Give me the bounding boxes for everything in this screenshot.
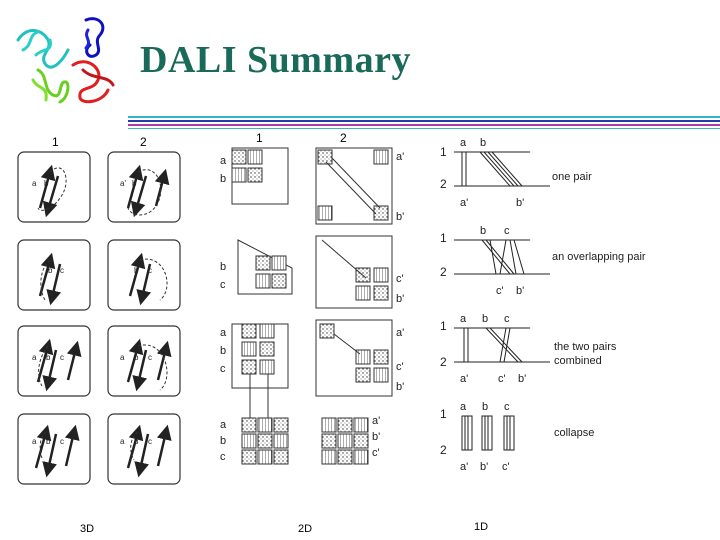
2d-r1-seg-b2: b' (396, 211, 404, 223)
col-2d-1-label: 1 (256, 131, 263, 145)
2d-r3-seg-c2: c' (396, 361, 404, 373)
2d-r2-seg-c: c (220, 279, 226, 291)
2d-r4-seg-b: b (220, 435, 226, 447)
1d-r2-top-b: b (480, 225, 486, 237)
3d-r1c2-seg-a: a' (120, 179, 126, 188)
1d-r4-bot-c2: c' (502, 461, 510, 473)
2d-row3 (231, 319, 393, 418)
2d-row2 (237, 235, 393, 309)
2d-r2-seg-c2: c' (396, 273, 404, 285)
3d-r4c1-seg-c: c (60, 437, 64, 446)
3d-strands (34, 164, 172, 478)
dali-figure: 1 2 a b a' b b c b (17, 131, 646, 535)
1d-r2-bot-c2: c' (496, 285, 504, 297)
3d-r2c2-seg-b: b (134, 266, 139, 275)
1d-r3-num1: 1 (440, 319, 447, 333)
3d-r2c1-seg-c: c (60, 266, 64, 275)
3d-r3c1-seg-b: b (46, 353, 51, 362)
3d-r3c2-seg-b: b (134, 353, 139, 362)
2d-r3-seg-b: b (220, 345, 226, 357)
2d-r4-seg-c: c (220, 451, 226, 463)
col-3d-1-label: 1 (52, 135, 59, 149)
3d-r4c1-seg-a: a (32, 437, 37, 446)
row1-caption: one pair (552, 171, 592, 183)
3d-r1c2-seg-b: b (132, 179, 137, 188)
2d-r4-seg-c2: c' (372, 447, 380, 459)
1d-r1-num1: 1 (440, 145, 447, 159)
2d-r1-seg-b: b (220, 173, 226, 185)
3d-r4c2-seg-b: b (134, 437, 139, 446)
1d-r2-num2: 2 (440, 265, 447, 279)
footer-1d-label: 1D (474, 521, 488, 533)
1d-r1-bot-a2: a' (460, 197, 468, 209)
1d-r4-num2: 2 (440, 443, 447, 457)
col-3d-2-label: 2 (140, 135, 147, 149)
title-rule-2 (128, 120, 720, 122)
2d-r2-seg-b: b (220, 261, 226, 273)
title-rule-4 (128, 128, 720, 129)
1d-r2-top-c: c (504, 225, 510, 237)
3d-r1c1-seg-b: b (44, 179, 49, 188)
1d-r1-top-a: a (460, 137, 467, 149)
row3-caption-line1: the two pairs (554, 341, 617, 353)
1d-r4-top-b: b (482, 401, 488, 413)
2d-r1-seg-a: a (220, 155, 227, 167)
3d-r2c2-seg-c: c (148, 266, 152, 275)
3d-r4c2-seg-c: c (148, 437, 152, 446)
2d-row1 (231, 147, 393, 225)
1d-r2-bot-b2: b' (516, 285, 524, 297)
1d-r3-num2: 2 (440, 355, 447, 369)
row4-caption: collapse (554, 427, 594, 439)
1d-r4-top-a: a (460, 401, 467, 413)
1d-r4-top-c: c (504, 401, 510, 413)
2d-r4-seg-b2: b' (372, 431, 380, 443)
1d-r3-bot-b2: b' (518, 373, 526, 385)
3d-r3c2-seg-c: c (148, 353, 152, 362)
slide-title: DALI Summary (140, 39, 411, 81)
3d-panels (17, 151, 181, 485)
3d-r3c2-seg-a: a (120, 353, 125, 362)
2d-r3-seg-b2: b' (396, 381, 404, 393)
2d-r1-seg-a2: a' (396, 151, 404, 163)
1d-alignments (454, 151, 550, 451)
2d-r2-seg-b2: b' (396, 293, 404, 305)
1d-r4-bot-a2: a' (460, 461, 468, 473)
3d-r3c1-seg-c: c (60, 353, 64, 362)
col-2d-2-label: 2 (340, 131, 347, 145)
1d-r1-bot-b2: b' (516, 197, 524, 209)
title-rule-1 (128, 116, 720, 118)
row2-caption: an overlapping pair (552, 251, 646, 263)
1d-r1-num2: 2 (440, 177, 447, 191)
1d-r3-bot-c2: c' (498, 373, 506, 385)
1d-r3-top-c: c (504, 313, 510, 325)
2d-row4 (241, 417, 369, 465)
2d-r4-seg-a: a (220, 419, 227, 431)
footer-3d-label: 3D (80, 523, 94, 535)
2d-r3-seg-a: a (220, 327, 227, 339)
1d-r3-bot-a2: a' (460, 373, 468, 385)
footer-2d-label: 2D (298, 523, 312, 535)
1d-r4-num1: 1 (440, 407, 447, 421)
row3-caption-line2: combined (554, 355, 602, 367)
title-rule-3 (128, 124, 720, 126)
1d-r3-top-a: a (460, 313, 467, 325)
2d-r4-seg-a2: a' (372, 415, 380, 427)
2d-r3-seg-c: c (220, 363, 226, 375)
1d-r2-num1: 1 (440, 231, 447, 245)
1d-r4-bot-b2: b' (480, 461, 488, 473)
2d-r3-seg-a2: a' (396, 327, 404, 339)
3d-r4c2-seg-a: a (120, 437, 125, 446)
3d-loops (37, 167, 168, 461)
3d-r4c1-seg-b: b (46, 437, 51, 446)
protein-structure-logo (16, 17, 115, 104)
3d-r3c1-seg-a: a (32, 353, 37, 362)
1d-r1-top-b: b (480, 137, 486, 149)
1d-r3-top-b: b (482, 313, 488, 325)
3d-r2c1-seg-b: b (48, 266, 53, 275)
3d-r1c1-seg-a: a (32, 179, 37, 188)
